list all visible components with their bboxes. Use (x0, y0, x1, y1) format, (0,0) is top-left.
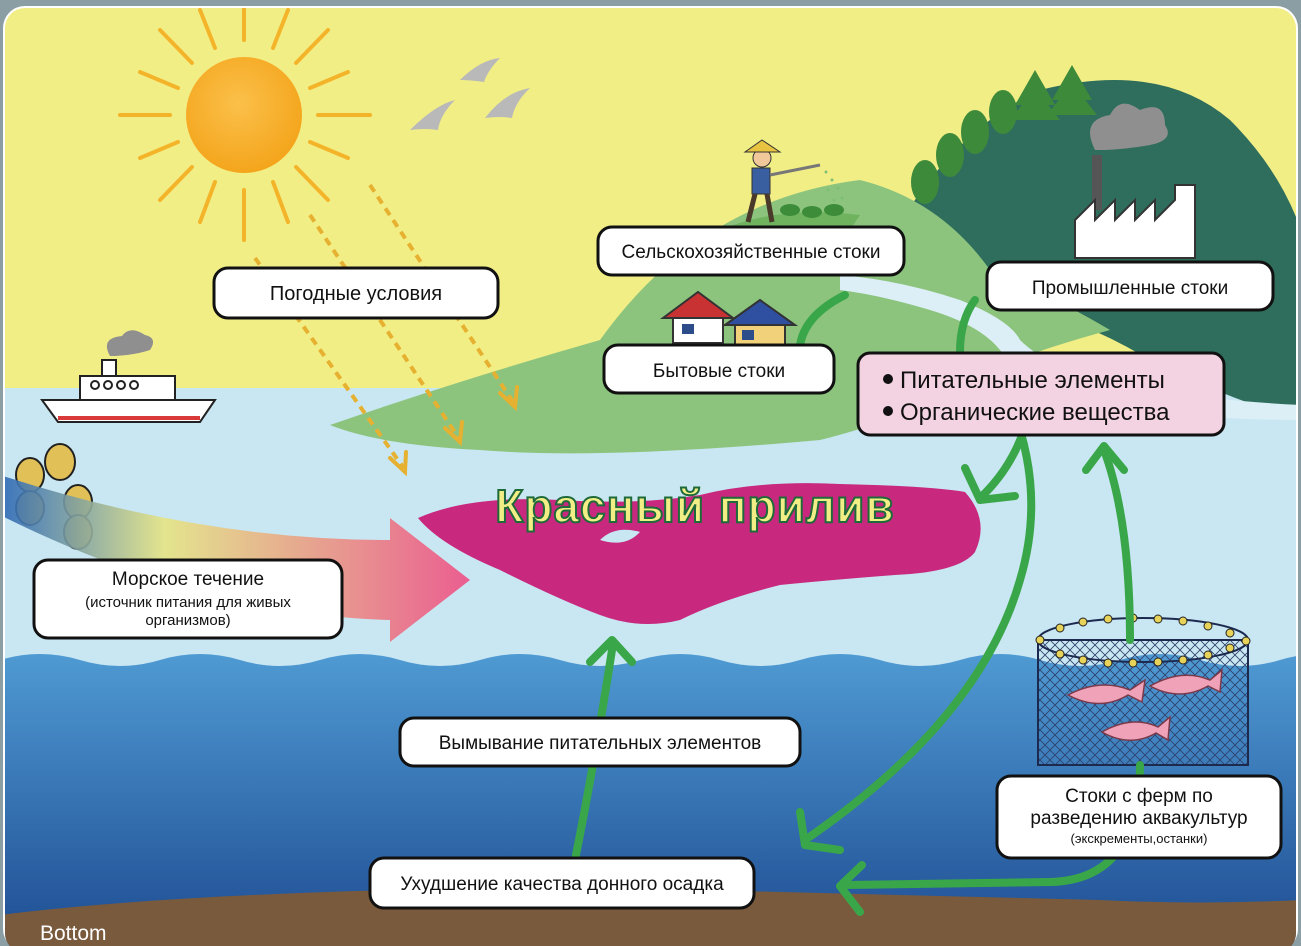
weather-label: Погодные условия (270, 283, 442, 305)
sediment-label-box: Ухудшение качества донного осадка (368, 856, 756, 910)
ocean-current-sub2: организмов) (145, 612, 230, 629)
nutrients-box: Питательные элементы Органические вещест… (856, 351, 1226, 437)
green-arrow-heads (586, 442, 1128, 916)
weather-label-box: Погодные условия (212, 266, 500, 320)
aquaculture-label-line3: (экскременты,останки) (1071, 831, 1208, 846)
aquaculture-cage (1035, 613, 1251, 766)
industrial-label: Промышленные стоки (1032, 278, 1228, 299)
bullet-icon (883, 374, 893, 384)
agricultural-label: Сельскохозяйственные стоки (622, 242, 881, 263)
ocean-current-arrow (5, 455, 470, 642)
houses (659, 290, 799, 349)
bottom-label: Bottom (40, 922, 107, 945)
household-label-box: Бытовые стоки (602, 343, 836, 395)
river (840, 275, 1296, 420)
trees (911, 65, 1097, 204)
leaching-label-box: Вымывание питательных элементов (398, 716, 802, 768)
aquaculture-label-box: Стоки с ферм по разведению аквакультур (… (995, 774, 1283, 860)
agricultural-label-box: Сельскохозяйственные стоки (596, 225, 906, 277)
bullet-icon (883, 406, 893, 416)
leaching-label: Вымывание питательных элементов (439, 733, 762, 754)
sediment-label: Ухудшение качества донного осадка (400, 874, 724, 895)
ocean-current-sub1: (источник питания для живых (85, 594, 291, 611)
sun (118, 8, 372, 242)
sun-ray-heads (388, 385, 519, 477)
red-tide-title: Красный прилив (495, 480, 894, 532)
industrial-label-box: Промышленные стоки (985, 260, 1275, 312)
aquaculture-label-line2: разведению аквакультур (1030, 808, 1247, 829)
birds (410, 58, 530, 130)
factory (1074, 103, 1196, 259)
red-tide-notch (600, 529, 640, 543)
household-label: Бытовые стоки (653, 361, 785, 382)
ocean-current-label-box: Морское течение (источник питания для жи… (32, 558, 344, 640)
deep-water (5, 654, 1296, 946)
organic-label: Органические вещества (900, 399, 1170, 426)
red-tide (418, 483, 981, 624)
ship (40, 330, 217, 423)
aquaculture-label-line1: Стоки с ферм по (1065, 786, 1213, 807)
nutrients-label: Питательные элементы (900, 367, 1165, 394)
ocean-current-title: Морское течение (112, 569, 264, 590)
seabed (5, 888, 1296, 946)
